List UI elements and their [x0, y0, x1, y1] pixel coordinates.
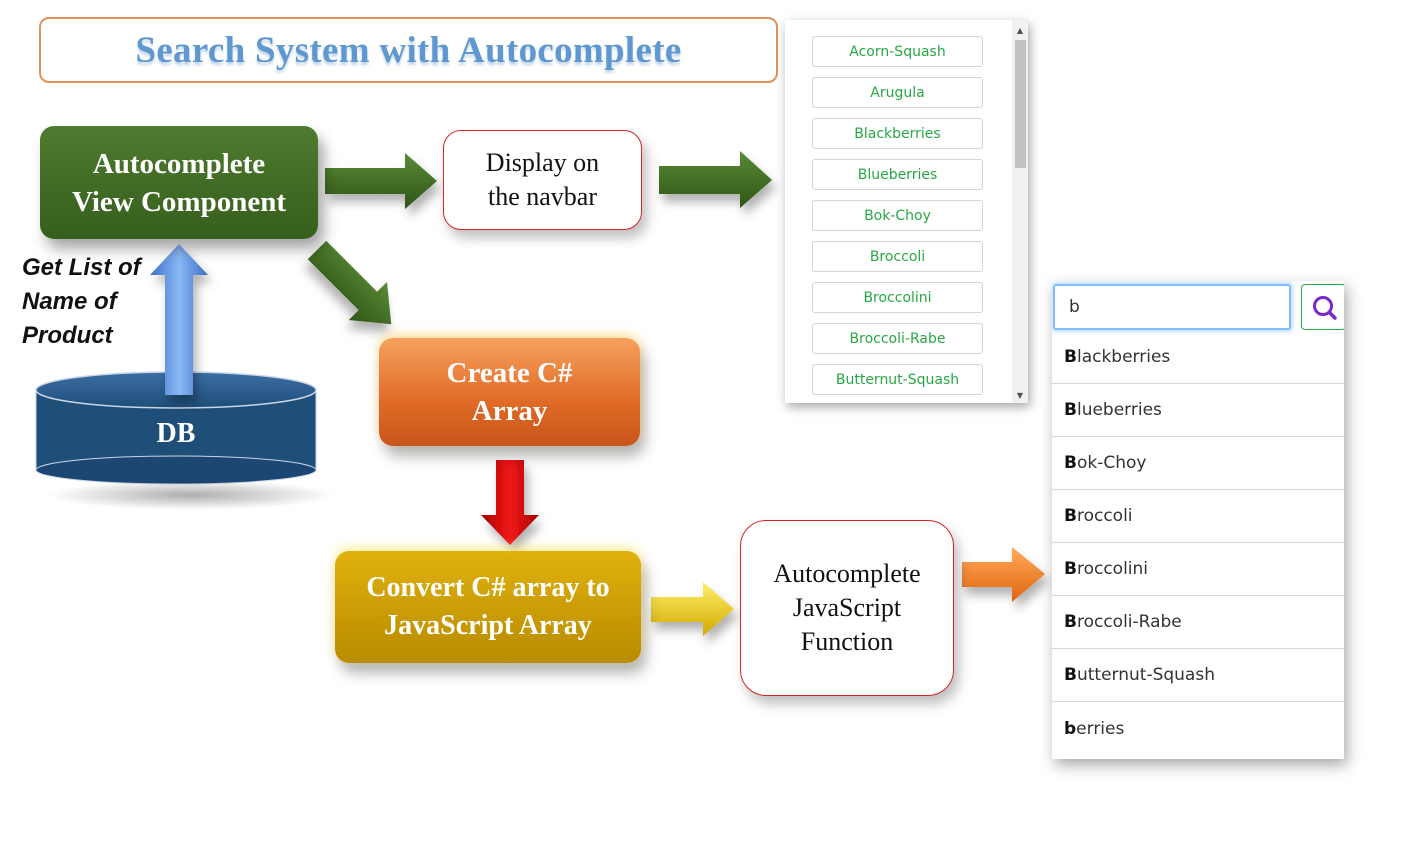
- display-navbar-node: Display on the navbar: [443, 130, 642, 230]
- list-scrollbar[interactable]: ▲ ▼: [1012, 20, 1028, 403]
- red-down-arrow: [481, 460, 539, 545]
- navbar-list-item[interactable]: Butternut-Squash: [812, 364, 983, 395]
- scroll-down-icon[interactable]: ▼: [1016, 390, 1024, 400]
- convert-array-label: Convert C# array to JavaScript Array: [366, 572, 610, 641]
- db-label: DB: [156, 418, 196, 449]
- get-list-label: Get List of Name of Product: [22, 254, 141, 349]
- display-navbar-label: Display on the navbar: [485, 148, 600, 211]
- orange-arrow-to-dropdown: [962, 547, 1045, 602]
- navbar-list-item[interactable]: Blackberries: [812, 118, 983, 149]
- create-array-label: Create C# Array: [446, 357, 573, 427]
- navbar-list-item[interactable]: Broccoli: [812, 241, 983, 272]
- scroll-up-icon[interactable]: ▲: [1016, 25, 1024, 35]
- search-button[interactable]: [1301, 284, 1344, 330]
- navbar-list-item[interactable]: Acorn-Squash: [812, 36, 983, 67]
- autocomplete-js-label: Autocomplete JavaScript Function: [773, 559, 921, 656]
- navbar-list-item[interactable]: Arugula: [812, 77, 983, 108]
- navbar-list-item[interactable]: Broccolini: [812, 282, 983, 313]
- view-component-label: Autocomplete View Component: [71, 147, 286, 218]
- gold-arrow-to-js: [651, 582, 734, 636]
- autocomplete-panel: Blackberries Blueberries Bok-Choy Brocco…: [1052, 281, 1344, 759]
- create-array-node: Create C# Array: [379, 338, 640, 446]
- view-component-node: Autocomplete View Component: [40, 126, 318, 239]
- navbar-list-item[interactable]: Bok-Choy: [812, 200, 983, 231]
- search-input[interactable]: [1053, 284, 1291, 330]
- db-shadow: [46, 480, 336, 510]
- green-diagonal-arrow: [307, 240, 392, 325]
- navbar-list-item[interactable]: Broccoli-Rabe: [812, 323, 983, 354]
- title-box: Search System with Autocomplete: [39, 17, 778, 83]
- blue-up-arrow: [150, 244, 208, 395]
- convert-array-node: Convert C# array to JavaScript Array: [335, 551, 641, 663]
- green-arrow-to-display: [325, 153, 437, 209]
- diagram-title: Search System with Autocomplete: [135, 29, 682, 71]
- green-arrow-to-navbar-list: [659, 151, 772, 208]
- navbar-list-item[interactable]: Blueberries: [812, 159, 983, 190]
- magnifier-icon: [1313, 296, 1337, 320]
- scroll-thumb[interactable]: [1015, 40, 1026, 168]
- autocomplete-js-node: Autocomplete JavaScript Function: [740, 520, 954, 696]
- navbar-product-list[interactable]: Acorn-Squash Arugula Blackberries Bluebe…: [785, 20, 1028, 403]
